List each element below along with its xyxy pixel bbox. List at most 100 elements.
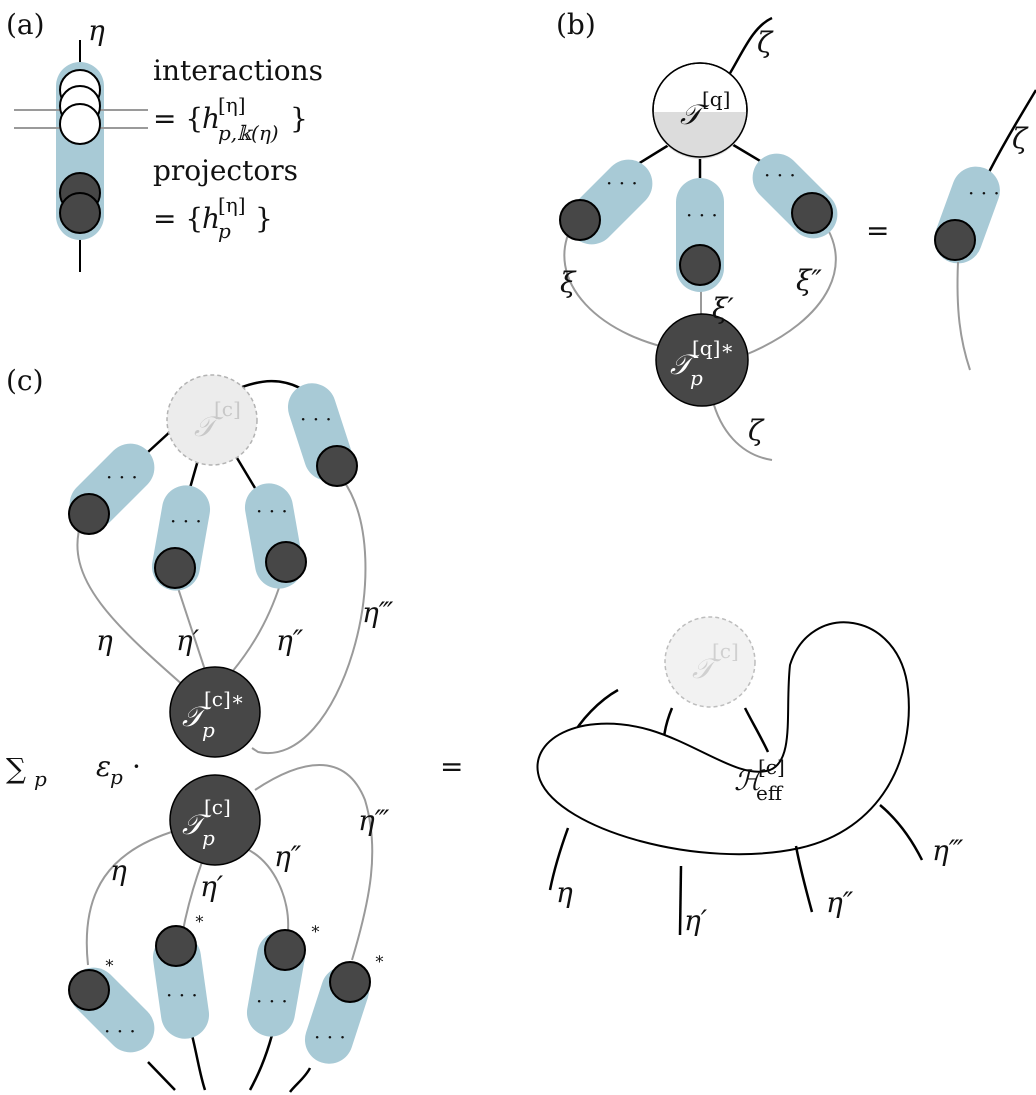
interactions-h: h (202, 102, 220, 135)
dots: · · · (166, 983, 198, 1007)
heff-label: ℋ (734, 764, 766, 797)
panel-b-label: (b) (556, 8, 596, 41)
eta-tprime-label: η‴ (358, 804, 390, 837)
bond (956, 261, 971, 371)
bond (188, 459, 200, 489)
tensor-t-c-ghost (166, 374, 258, 466)
t-pc-conj-sup: [c]∗ (204, 687, 244, 711)
projector-circle (264, 929, 306, 971)
panel-a: (a) η interactions = { h [η] p,𝕜(η) } pr… (6, 8, 323, 272)
star: ∗ (374, 949, 385, 968)
heff-leg (794, 845, 814, 913)
dots: · · · (170, 509, 202, 533)
interaction-circle (59, 103, 101, 145)
t-pq-conj-sup: [q]∗ (692, 336, 734, 360)
star: ∗ (194, 909, 205, 928)
xi-label: ξ (560, 266, 577, 299)
eta-tprime-label: η‴ (932, 834, 964, 867)
star: ∗ (104, 953, 115, 972)
heff-leg (879, 804, 924, 861)
dots: · · · (686, 203, 718, 227)
tensor-t-p-q-conj (655, 313, 749, 407)
epsilon-sub: p (110, 765, 123, 789)
interactions-sub: p,𝕜(η) (218, 121, 279, 145)
tensor-t-c-right (664, 616, 756, 708)
xi-prime-label: ξ′ (712, 292, 734, 325)
projector-circle (329, 961, 371, 1003)
bond (190, 1034, 207, 1091)
eta-prime-label: η′ (200, 870, 224, 903)
projectors-close: } (255, 202, 273, 235)
t-pq-conj-sub: p (690, 366, 703, 390)
projector-circle (791, 192, 833, 234)
cdot: · (132, 750, 141, 783)
eta-prime-label: η′ (176, 624, 200, 657)
dots: · · · (968, 181, 1000, 205)
projector-circle (68, 493, 110, 535)
projector-circle (934, 219, 976, 261)
eta-dprime-label: η″ (274, 840, 302, 873)
eta-bond (85, 829, 179, 966)
heff-leg (678, 865, 683, 936)
panel-c: (c) 𝒯 [c] · · · · · · · · · (6, 364, 964, 1093)
projectors-sub: p (218, 219, 231, 243)
eta-label: η (96, 624, 113, 657)
equals: = (440, 750, 463, 783)
projector-circle (559, 199, 601, 241)
projector-circle (154, 547, 196, 589)
zeta-bottom-label: ζ (748, 414, 765, 447)
eta-tprime-bond (254, 764, 374, 961)
t-pc-conj-sub: p (202, 718, 215, 742)
projector-circle (68, 969, 110, 1011)
eta-dprime-bond (231, 574, 284, 673)
tensor-t-p-c (169, 774, 261, 866)
bond (235, 457, 257, 489)
dots: · · · (256, 989, 288, 1013)
bond (147, 1061, 176, 1091)
heff-blob (536, 621, 910, 856)
star: ∗ (310, 919, 321, 938)
projector-circle (679, 244, 721, 286)
zeta-bottom-bond (711, 397, 773, 461)
projectors-word: projectors (153, 154, 298, 187)
eta-tprime-bond (251, 479, 367, 755)
eta-dprime-label: η″ (826, 886, 854, 919)
dots: · · · (314, 1025, 346, 1049)
dots: · · · (300, 407, 332, 431)
eta-dprime-label: η″ (276, 624, 304, 657)
dots: · · · (256, 499, 288, 523)
tensor-t-p-c-conj (169, 666, 261, 758)
epsilon: ε (96, 750, 111, 783)
equals: = (866, 214, 889, 247)
sum-sub: p (34, 767, 47, 791)
projectors-eq: = { (153, 202, 203, 235)
dots: · · · (606, 171, 638, 195)
dots: · · · (104, 1019, 136, 1043)
bond (743, 707, 770, 753)
capsule-c5 (69, 967, 155, 1053)
panel-a-label: (a) (6, 8, 45, 41)
bond (248, 1034, 274, 1091)
projector-circle (155, 925, 197, 967)
dots: · · · (106, 465, 138, 489)
interactions-word: interactions (153, 54, 323, 87)
interactions-close: } (290, 102, 308, 135)
eta-bond (76, 519, 201, 701)
eta-prime-label: η′ (684, 904, 708, 937)
projector-circle (59, 192, 101, 234)
projector-circle (265, 541, 307, 583)
eta-label: η (88, 14, 105, 47)
interactions-eq: = { (153, 102, 203, 135)
t-pc-sup: [c] (204, 795, 231, 819)
tensor-t-q-shade (653, 112, 747, 159)
projectors-h: h (202, 202, 220, 235)
dots: · · · (764, 163, 796, 187)
heff-sup: [c] (758, 755, 785, 779)
interactions-sup: [η] (218, 93, 246, 117)
t-q-sup: [q] (702, 87, 730, 111)
eta-prime-bond (177, 587, 206, 671)
tensor-t-q-outline (652, 62, 748, 158)
zeta-right-label: ζ (1012, 122, 1029, 155)
bond (288, 1067, 312, 1093)
